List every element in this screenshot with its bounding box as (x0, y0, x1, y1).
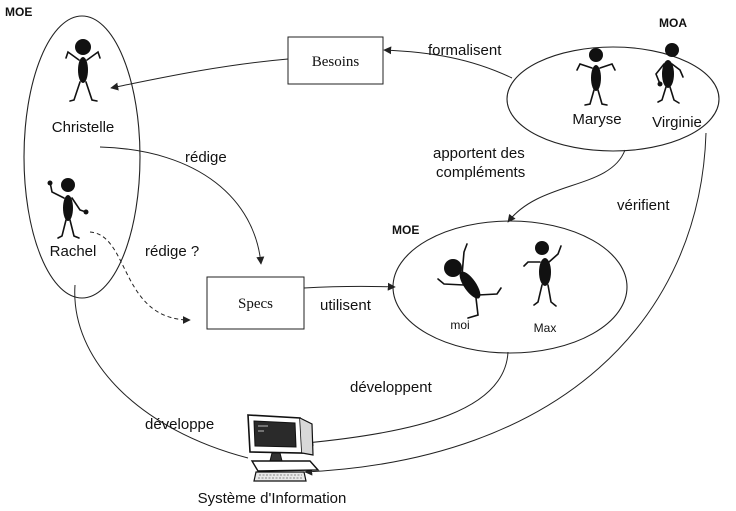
apportent-label-1: apportent des (433, 145, 525, 162)
system-label: Système d'Information (198, 490, 347, 507)
edge-apportent (507, 149, 626, 223)
rachel-label: Rachel (50, 243, 97, 260)
computer-icon (247, 414, 320, 482)
christelle-figure-icon (65, 39, 101, 102)
redige-label: rédige (185, 149, 227, 166)
moe-center-label: MOE (392, 223, 419, 237)
moe-left-label: MOE (5, 5, 32, 19)
developpent-label: développent (350, 379, 433, 396)
moa-label: MOA (659, 16, 687, 30)
christelle-label: Christelle (52, 119, 115, 136)
edge-utilisent (303, 282, 396, 291)
edge-redige (99, 146, 265, 265)
moe-left-group-ellipse (23, 15, 141, 299)
apportent-label-2: compléments (436, 164, 525, 181)
rachel-figure-icon (47, 178, 89, 239)
developpe-label: développe (145, 416, 214, 433)
edge-redige-q (89, 231, 191, 324)
moi-figure-icon (437, 243, 502, 319)
moa-group-ellipse (506, 46, 720, 152)
besoins-box: Besoins (287, 36, 384, 85)
redige-q-label: rédige ? (145, 243, 199, 260)
edge-formalisent (383, 46, 513, 79)
edge-developpent (305, 351, 509, 447)
max-figure-icon (523, 241, 562, 307)
maryse-figure-icon (576, 48, 616, 106)
moi-label: moi (450, 318, 469, 332)
specs-box: Specs (206, 276, 305, 330)
moe-center-group-ellipse (392, 220, 628, 354)
virginie-figure-icon (655, 43, 684, 104)
virginie-label: Virginie (652, 114, 702, 131)
formalisent-label: formalisent (428, 42, 502, 59)
max-label: Max (534, 321, 557, 335)
edge-besoins-christelle (110, 58, 289, 91)
edge-developpe (74, 284, 249, 459)
verifient-label: vérifient (617, 197, 670, 214)
utilisent-label: utilisent (320, 297, 372, 314)
maryse-label: Maryse (572, 111, 621, 128)
besoins-label: Besoins (312, 54, 360, 70)
specs-label: Specs (238, 296, 273, 312)
edge-verifient (304, 132, 707, 476)
